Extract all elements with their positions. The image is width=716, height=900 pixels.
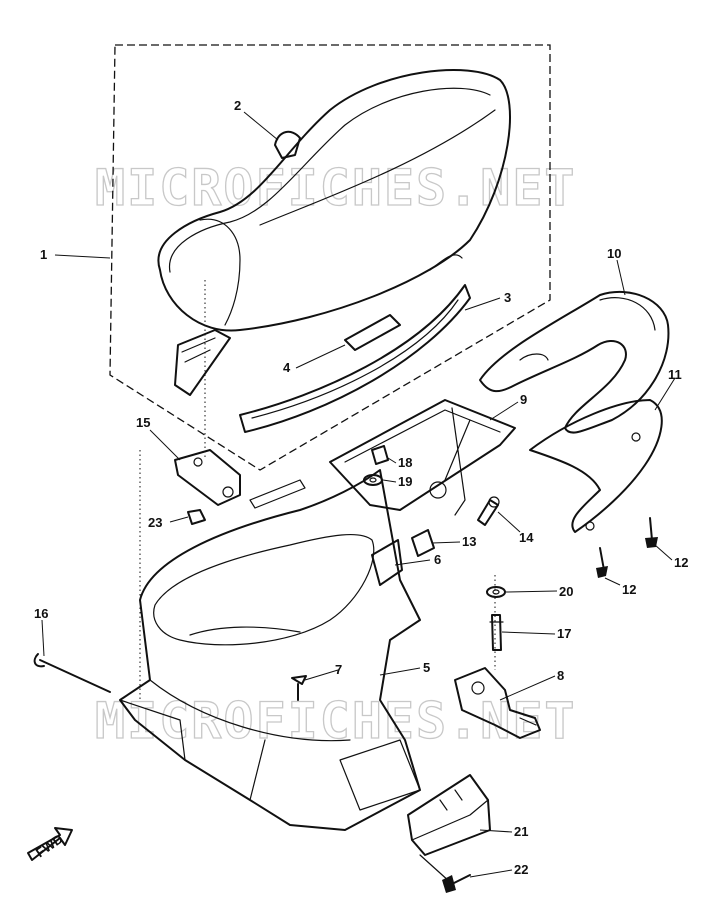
rear-cover bbox=[529, 399, 663, 533]
screw-12a bbox=[596, 547, 608, 578]
callout-3: 3 bbox=[504, 290, 511, 305]
callout-17: 17 bbox=[557, 626, 571, 641]
callout-4: 4 bbox=[283, 360, 291, 375]
damper-13 bbox=[411, 529, 435, 557]
bolt-14 bbox=[477, 496, 500, 526]
damper-18 bbox=[371, 445, 389, 465]
callout-11: 11 bbox=[668, 367, 682, 382]
seat-lock bbox=[454, 667, 541, 739]
callout-21: 21 bbox=[514, 824, 528, 839]
clip-7 bbox=[291, 675, 307, 701]
callout-15: 15 bbox=[136, 415, 150, 430]
callout-2: 2 bbox=[234, 98, 241, 113]
callout-6: 6 bbox=[434, 552, 441, 567]
callout-9: 9 bbox=[520, 392, 527, 407]
callout-5: 5 bbox=[423, 660, 430, 675]
cover-21 bbox=[407, 774, 491, 856]
leader-lines bbox=[41, 111, 676, 878]
callout-1: 1 bbox=[40, 247, 47, 262]
screw-12b bbox=[645, 517, 658, 548]
callout-16: 16 bbox=[34, 606, 48, 621]
callout-22: 22 bbox=[514, 862, 528, 877]
watermark-bottom: MICROFICHES.NET bbox=[95, 692, 577, 750]
bolt-16 bbox=[33, 653, 111, 693]
nut-23 bbox=[187, 509, 206, 525]
bracket-15 bbox=[174, 449, 241, 506]
washer-20 bbox=[486, 586, 506, 598]
grab-bar bbox=[479, 290, 670, 434]
callout-12a: 12 bbox=[622, 582, 636, 597]
seat-trim bbox=[239, 254, 471, 433]
callout-23: 23 bbox=[148, 515, 162, 530]
seat-assembly-outline bbox=[109, 44, 551, 471]
callout-8: 8 bbox=[557, 668, 564, 683]
callout-20: 20 bbox=[559, 584, 573, 599]
storage-box bbox=[119, 469, 421, 831]
callout-10: 10 bbox=[607, 246, 621, 261]
forward-arrow-icon: FWD bbox=[27, 827, 73, 861]
screw-22 bbox=[419, 854, 471, 893]
callout-19: 19 bbox=[398, 474, 412, 489]
lock-bracket-6 bbox=[371, 539, 403, 586]
callout-14: 14 bbox=[519, 530, 534, 545]
callout-18: 18 bbox=[398, 455, 412, 470]
seat-label bbox=[344, 314, 401, 351]
pin-17 bbox=[489, 614, 504, 651]
callout-7: 7 bbox=[335, 662, 342, 677]
carrier-frame bbox=[329, 399, 516, 516]
callout-13: 13 bbox=[462, 534, 476, 549]
seat bbox=[157, 69, 511, 396]
callout-12b: 12 bbox=[674, 555, 688, 570]
watermark-top: MICROFICHES.NET bbox=[95, 159, 577, 217]
